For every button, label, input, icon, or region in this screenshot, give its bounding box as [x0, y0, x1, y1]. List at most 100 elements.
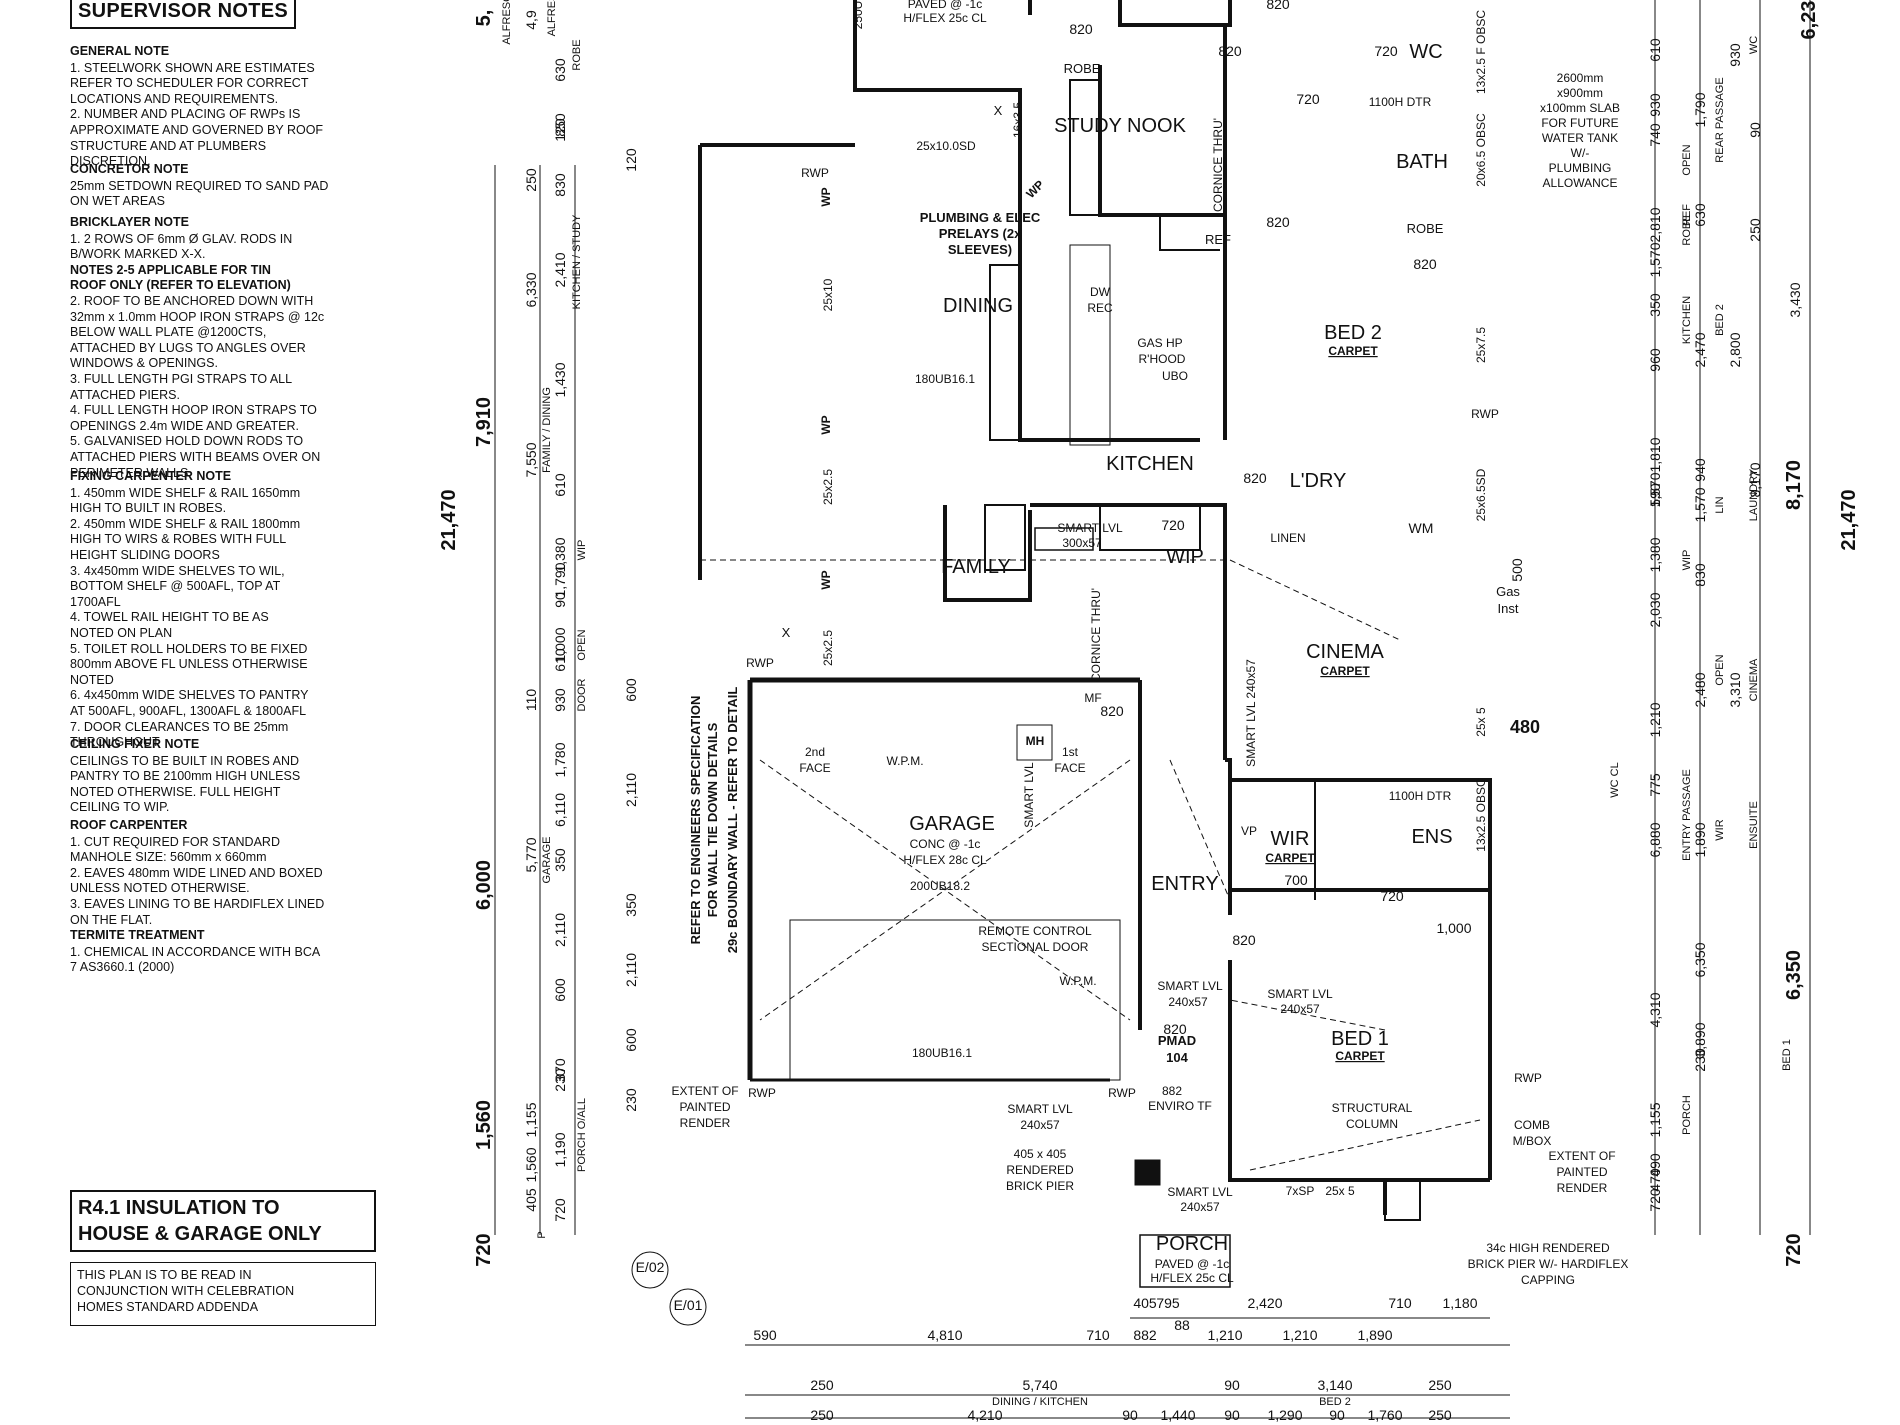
door-720: 720 [1380, 888, 1404, 904]
plumbing-note: SLEEVES) [948, 242, 1012, 257]
dim-label-right: BED 1 [1781, 1039, 1793, 1071]
section-heading: FIXING CARPENTER NOTE [70, 469, 232, 483]
room-wm: WM [1409, 520, 1434, 536]
dim-left-inner: 610 [552, 648, 568, 672]
dim-left-inner: 630 [552, 58, 568, 82]
dim-right-inner: 1,570 [1647, 242, 1663, 277]
window-label: 13x2.5 OBSC [1474, 778, 1488, 852]
dim-bottom-2: 1,210 [1282, 1327, 1317, 1343]
extent-right: PAINTED [1556, 1165, 1607, 1179]
room-entry: ENTRY [1151, 873, 1218, 895]
wip-door-frame [984, 504, 1026, 571]
boundary-note: 29c BOUNDARY WALL - REFER TO DETAIL [725, 687, 740, 954]
dim-right-inner: 740 [1647, 123, 1663, 147]
dim-bottom-4: 1,290 [1267, 1407, 1302, 1423]
room-garage: GARAGE [909, 813, 995, 835]
note-line: 2. EAVES 480mm WIDE LINED AND BOXED [70, 865, 323, 880]
dim-right-inner: 1,810 [1647, 437, 1663, 472]
dim-right-inner: 2,810 [1647, 207, 1663, 242]
insulation-line: R4.1 INSULATION TO [78, 1197, 280, 1219]
note-line: 2. ROOF TO BE ANCHORED DOWN WITH [70, 293, 314, 308]
dim-right-mid: 3,890 [1692, 1022, 1708, 1057]
smartlvl-bed1-size: 240x57 [1280, 1002, 1320, 1016]
face-label: FACE [1054, 761, 1085, 775]
note-line: 3. EAVES LINING TO BE HARDIFLEX LINED [70, 896, 325, 911]
dim-left-mid: 7,550 [523, 442, 539, 477]
dim-label-left: GARAGE [541, 836, 553, 883]
garage-diag-2 [759, 759, 1131, 1021]
dim-right-inner: 720 [1647, 1188, 1663, 1212]
door-820: 820 [1413, 256, 1437, 272]
slab-note: x900mm [1557, 86, 1603, 100]
termite-note: TERMITE TREATMENT 1. CHEMICAL IN ACCORDA… [70, 928, 370, 976]
ceiling-fixer-note: CEILING FIXER NOTE CEILINGS TO BE BUILT … [70, 737, 370, 816]
note-line: HEIGHT SLIDING DOORS [70, 547, 220, 562]
dim-label-right: BED 2 [1714, 304, 1726, 336]
room-kitchen: KITCHEN [1106, 453, 1194, 475]
robe-wall [1159, 215, 1220, 251]
e02-marker: E/02 [636, 1259, 665, 1275]
dim-bottom-1: 2,420 [1247, 1295, 1282, 1311]
cinema-wall [1030, 503, 1227, 760]
paved-top: PAVED @ -1c [908, 0, 982, 11]
dim-right-mid: 1,790 [1692, 92, 1708, 127]
note-line: 2. 450mm WIDE SHELF & RAIL 1800mm [70, 516, 301, 531]
slab-note: 2600mm [1557, 71, 1604, 85]
dim-right-mid: 230 [1692, 1048, 1708, 1072]
room-cinema: CINEMA [1306, 641, 1384, 663]
dim-label-left: WIP [576, 540, 588, 561]
wpm-label-2: W.P.M. [1059, 974, 1096, 988]
garage-flex: H/FLEX 28c CL [903, 853, 987, 867]
plumbing-note: PLUMBING & ELEC [920, 210, 1041, 225]
dim-left-inner: 850 [552, 113, 568, 137]
window-label: 20x6.5 OBSC [1474, 113, 1488, 187]
dim-label-right: OPEN [1714, 654, 1726, 685]
gas-inst-label: Inst [1498, 601, 1519, 616]
dim-left-outer: 5, [473, 10, 495, 27]
dim-label-left: P [536, 1231, 548, 1238]
note-line: 3. FULL LENGTH PGI STRAPS TO ALL [70, 371, 293, 386]
window-label: 25x2.5 [821, 469, 835, 505]
bed1-carpet: CARPET [1335, 1049, 1385, 1063]
dim-label-right: ENSUITE [1748, 801, 1760, 849]
rwp-label: RWP [801, 166, 829, 180]
dim-right-mid: 3,310 [1727, 672, 1743, 707]
dim-bottom-4: 90 [1122, 1407, 1138, 1423]
dim-left-mid: 110 [523, 689, 539, 712]
door-820: 820 [1069, 21, 1093, 37]
dim-right-mid: 630 [1692, 203, 1708, 227]
extent-right: RENDER [1557, 1181, 1608, 1195]
dim-left-mid: 1,560 [523, 1147, 539, 1182]
pier-label: BRICK PIER [1006, 1179, 1074, 1193]
diag-1 [1229, 559, 1401, 641]
pier-label: RENDERED [1006, 1163, 1074, 1177]
dim-right-inner: 930 [1647, 93, 1663, 117]
dim-right-inner: 350 [1647, 293, 1663, 317]
dim-left-mid: 5,770 [523, 837, 539, 872]
note-line: ON THE FLAT. [70, 912, 153, 927]
dim-right-mid: 2,800 [1727, 332, 1743, 367]
door-820: 820 [1232, 932, 1256, 948]
dim-right-inner: 775 [1647, 773, 1663, 797]
structural-label: STRUCTURAL [1332, 1101, 1413, 1115]
note-line: 4. FULL LENGTH HOOP IRON STRAPS TO [70, 403, 317, 418]
dim-label-right: LAUNDRY [1748, 468, 1760, 521]
dim-bottom-1: 795 [1156, 1295, 1180, 1311]
dim-label-right: OPEN [1681, 144, 1693, 175]
dim-left-inner: 930 [552, 688, 568, 712]
dtr-label-2: 1100H DTR [1389, 789, 1452, 803]
dim-bottom-1: 1,180 [1442, 1295, 1477, 1311]
fixing-carpenter-note: FIXING CARPENTER NOTE 1. 450mm WIDE SHEL… [70, 469, 370, 751]
dim-right-mid: 2,470 [1692, 332, 1708, 367]
window-label: 25x10 [821, 278, 835, 311]
dim-left-edge: 350 [623, 893, 639, 917]
room-ref: REF [1205, 232, 1231, 247]
dim-label-right: PORCH [1681, 1095, 1693, 1135]
dim-label-left: KITCHEN / STUDY [571, 214, 583, 309]
dim-right-inner: 2,030 [1647, 592, 1663, 627]
window-label: 25x6.5SD [1474, 468, 1488, 521]
note-line: BOTTOM SHELF @ 500AFL, TOP AT [70, 579, 281, 594]
dim-right-outer: 8,170 [1783, 460, 1805, 510]
dim-label-right: ROBE [1681, 214, 1693, 245]
